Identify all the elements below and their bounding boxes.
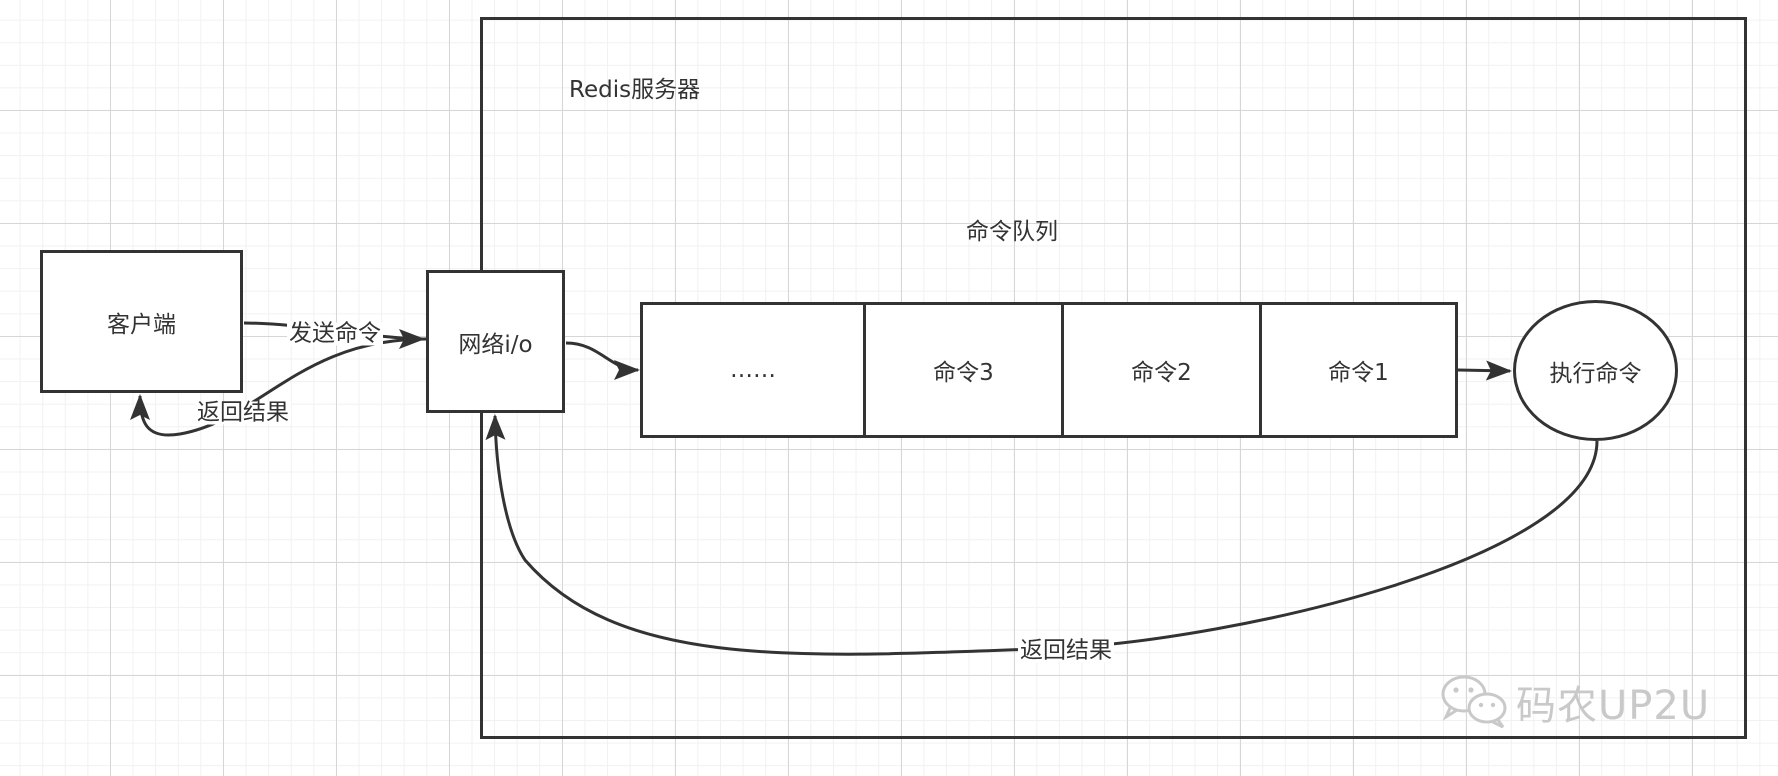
edge-network-to-queue	[565, 341, 640, 380]
queue-cell-label: 命令1	[1328, 360, 1389, 386]
edge-queue-to-execute	[1457, 360, 1512, 381]
client-node[interactable]: 客户端	[40, 250, 243, 393]
wechat-icon	[1441, 675, 1507, 729]
edge-return-to-network	[485, 414, 1599, 656]
watermark-text: 码农UP2U	[1516, 683, 1711, 729]
network-io-label: 网络i/o	[458, 331, 533, 358]
queue-cell-command3: 命令3	[866, 305, 1064, 435]
queue-cell-command1: 命令1	[1262, 305, 1455, 435]
queue-title: 命令队列	[966, 219, 1058, 245]
queue-cell-ellipsis: ……	[643, 305, 866, 435]
client-label: 客户端	[107, 311, 176, 338]
network-io-node[interactable]: 网络i/o	[426, 270, 565, 413]
execute-command-node[interactable]: 执行命令	[1513, 300, 1678, 441]
server-title: Redis服务器	[569, 77, 701, 103]
queue-cell-label: 命令2	[1131, 360, 1192, 386]
edge-label-send-command: 发送命令	[287, 320, 383, 347]
edge-label-return-server: 返回结果	[1018, 637, 1114, 664]
watermark: 码农UP2U	[1438, 672, 1710, 732]
edge-label-return-client: 返回结果	[195, 399, 291, 426]
execute-command-label: 执行命令	[1549, 360, 1642, 387]
queue-cell-label: ……	[730, 357, 776, 383]
queue-cell-command2: 命令2	[1064, 305, 1262, 435]
queue-cell-label: 命令3	[933, 360, 994, 386]
command-queue: …… 命令3 命令2 命令1	[640, 302, 1458, 438]
